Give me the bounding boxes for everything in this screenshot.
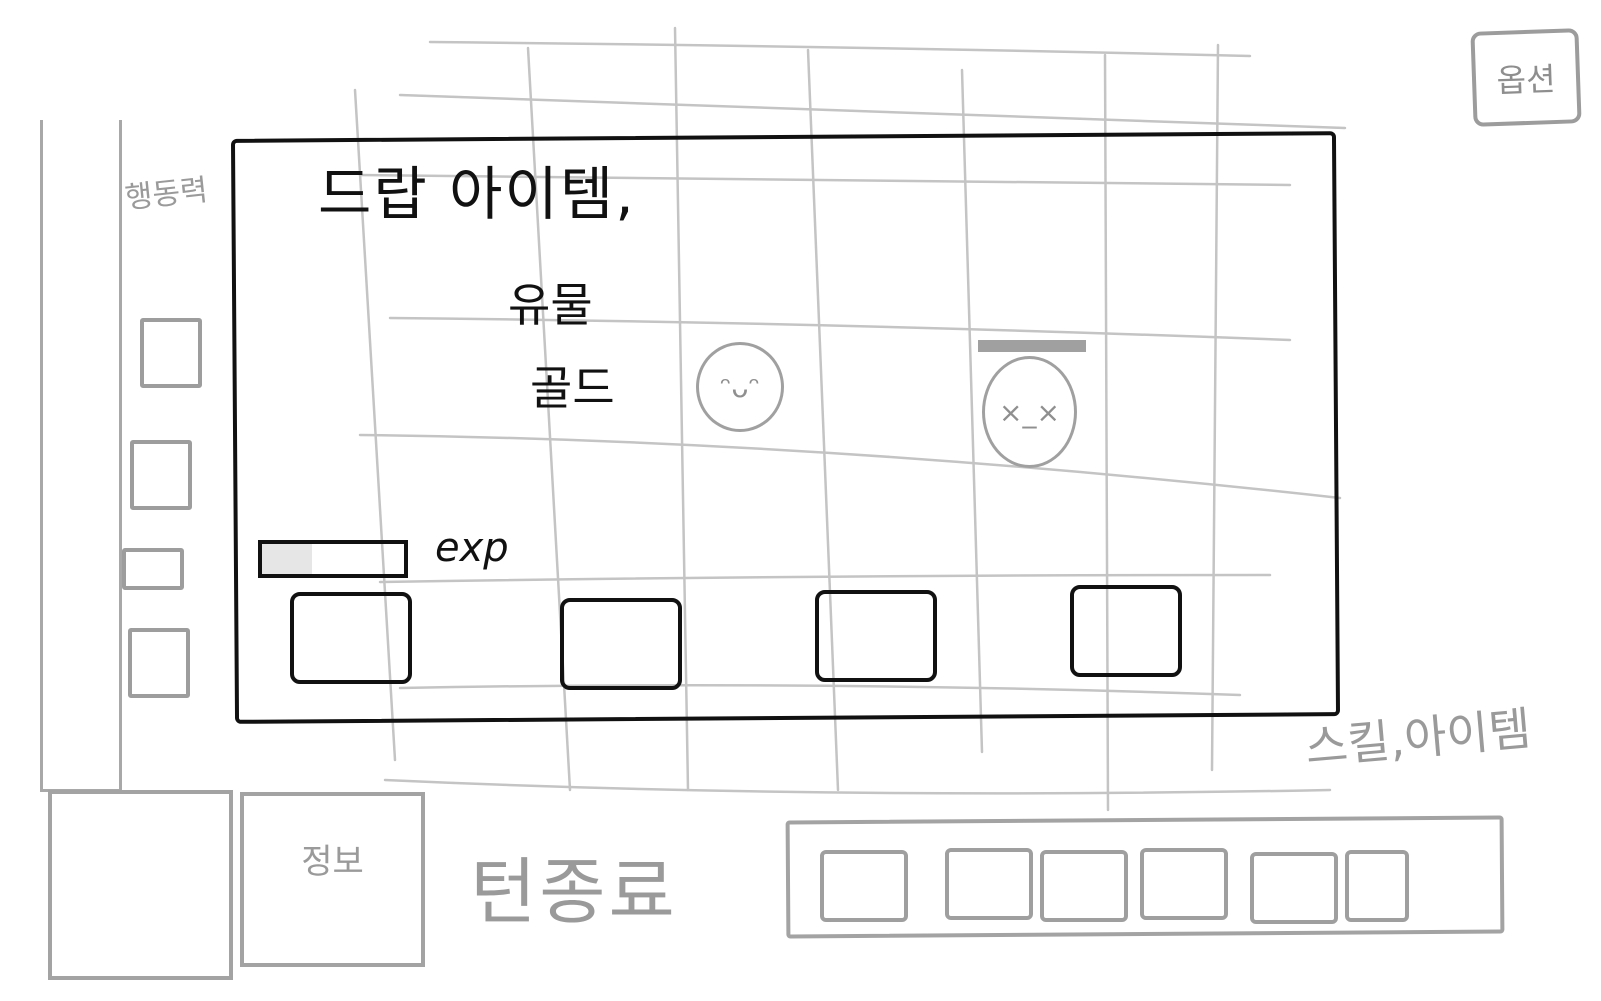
dead-face-icon: ×_×: [999, 395, 1060, 429]
exp-bar: [258, 540, 408, 578]
action-point-sidebar: [40, 120, 122, 792]
exp-label: exp: [435, 525, 509, 571]
skill-slot[interactable]: [1140, 848, 1228, 920]
exp-bar-fill: [262, 544, 312, 574]
relic-label: 유물: [508, 278, 593, 332]
drop-item-slot[interactable]: [1070, 585, 1182, 677]
enemy-hp-bar: [978, 340, 1086, 352]
enemy-token[interactable]: ᵔᴗᵔ: [696, 342, 784, 432]
info-label: 정보: [301, 842, 364, 882]
sidebar-slot[interactable]: [140, 318, 202, 388]
drop-item-slot[interactable]: [560, 598, 682, 690]
drop-item-slot[interactable]: [815, 590, 937, 682]
skill-slot[interactable]: [1040, 850, 1128, 922]
enemy-token[interactable]: ×_×: [982, 356, 1077, 468]
drop-item-slot[interactable]: [290, 592, 412, 684]
option-button[interactable]: 옵션: [1470, 28, 1582, 127]
character-portrait: [48, 790, 233, 980]
option-label: 옵션: [1495, 59, 1557, 100]
skill-slot[interactable]: [1345, 850, 1409, 922]
sidebar-slot[interactable]: [122, 548, 184, 590]
info-button[interactable]: 정보: [240, 792, 425, 967]
sidebar-slot[interactable]: [128, 628, 190, 698]
end-turn-label: 턴종료: [470, 849, 678, 934]
gold-label: 골드: [530, 361, 615, 415]
sidebar-slot[interactable]: [130, 440, 192, 510]
end-turn-button[interactable]: 턴종료: [470, 835, 750, 935]
skill-slot[interactable]: [820, 850, 908, 922]
drop-title: 드랍 아이템,: [318, 160, 636, 228]
skill-slot[interactable]: [1250, 852, 1338, 924]
skill-slot[interactable]: [945, 848, 1033, 920]
smile-face-icon: ᵔᴗᵔ: [719, 370, 761, 404]
action-point-label: 행동력: [123, 172, 210, 217]
